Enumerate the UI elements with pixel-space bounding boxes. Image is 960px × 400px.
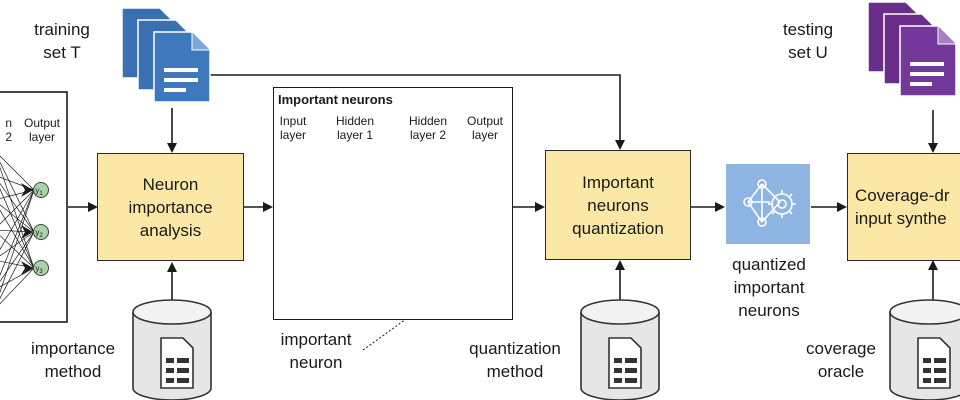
important-neurons-quantization-box: Important neurons quantization [545, 150, 691, 260]
network-edge [0, 188, 35, 269]
edge-arrowhead [21, 183, 33, 197]
coverage-oracle-label: coverage oracle [806, 339, 876, 381]
neuron-importance-analysis-box: Neuron importance analysis [97, 153, 244, 261]
network-edge [0, 209, 35, 269]
output-neuron [33, 260, 49, 276]
network-edge [0, 231, 35, 300]
output-neuron [33, 182, 49, 198]
network-edge [0, 231, 35, 282]
network-edge [0, 182, 35, 233]
database-icon [132, 299, 212, 400]
network-edge [0, 189, 35, 225]
network-edge [0, 204, 35, 233]
network-edge [0, 161, 35, 233]
network-edge [0, 231, 35, 257]
training-set-label: training set T [34, 20, 90, 62]
testing-set-label: testing set U [782, 20, 834, 62]
left-network-graph: y1 y2 y3 [0, 155, 49, 305]
left-output-layer-label: Output layer [23, 116, 61, 144]
network-edge [0, 155, 35, 191]
important-neuron-annotation: important neuron [280, 330, 352, 372]
network-edge [0, 189, 35, 276]
output-neuron-label: y1 [35, 186, 43, 197]
hidden-layer-2-label: Hidden layer 2 [408, 114, 448, 142]
left-network-box [0, 91, 68, 323]
edge-arrowhead [21, 261, 33, 275]
output-layer-label: Output layer [466, 114, 504, 142]
coverage-input-synthesis-box: Coverage-dr input synthe [847, 153, 960, 261]
output-neuron-label: y2 [35, 228, 43, 239]
left-hidden-layer-label: n 2 [5, 116, 12, 144]
quantization-method-label: quantization method [469, 339, 561, 381]
edge-arrowhead [21, 225, 33, 239]
important-neurons-title: Important neurons [278, 92, 393, 107]
network-gear-icon [726, 164, 810, 244]
important-neurons-panel [273, 87, 513, 320]
output-neuron-label: y3 [35, 264, 43, 275]
left-network-edges [0, 155, 35, 305]
importance-method-label: importance method [30, 339, 116, 381]
database-icon [580, 299, 660, 400]
hidden-layer-1-label: Hidden layer 1 [335, 114, 375, 142]
network-edge [0, 166, 35, 269]
flow-arrows [68, 74, 938, 351]
network-edge [0, 267, 35, 305]
database-icon [889, 299, 960, 400]
network-edge [0, 189, 35, 294]
network-edge [0, 267, 35, 288]
arrow-training-to-quantization [204, 74, 625, 150]
input-layer-label: Input layer [279, 114, 307, 142]
output-neuron [33, 224, 49, 240]
document-stack-icon [121, 7, 211, 103]
quantized-important-neurons-label: quantized important neurons [732, 255, 806, 320]
network-edge [0, 189, 35, 251]
document-stack-icon [867, 1, 957, 97]
